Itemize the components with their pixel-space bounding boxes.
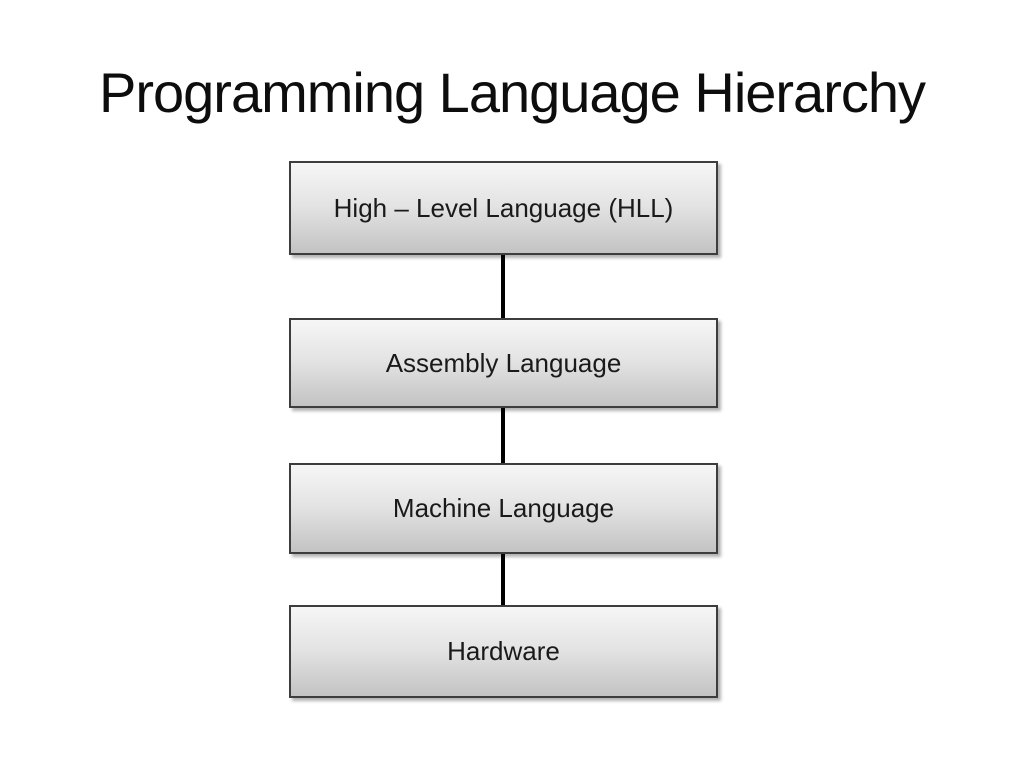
diagram-box-high-level-language: High – Level Language (HLL): [289, 161, 718, 255]
box-label-hardware: Hardware: [447, 636, 560, 666]
box-label-high-level-language: High – Level Language (HLL): [333, 192, 674, 223]
box-label-machine-language: Machine Language: [392, 493, 615, 523]
connector-line-machine-hardware: [501, 552, 505, 607]
diagram-box-hardware: Hardware: [289, 605, 718, 698]
diagram-box-machine-language: Machine Language: [289, 463, 718, 554]
slide-title: Programming Language Hierarchy: [99, 61, 926, 124]
connector-line-assembly-machine: [501, 406, 505, 465]
connector-line-hll-assembly: [501, 253, 505, 320]
box-label-assembly-language: Assembly Language: [385, 347, 622, 378]
diagram-box-assembly-language: Assembly Language: [289, 318, 718, 408]
